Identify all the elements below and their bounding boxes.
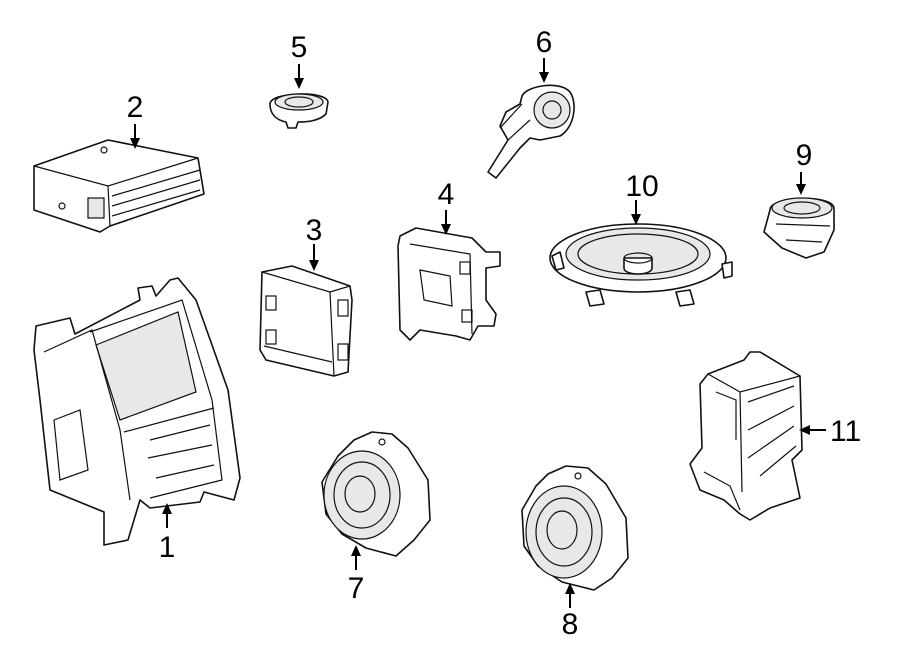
part-8-speaker <box>521 465 629 591</box>
callout-10: 10 <box>625 170 659 225</box>
callout-label-7: 7 <box>348 572 365 605</box>
part-9-tweeter <box>763 197 835 259</box>
callout-6: 6 <box>536 26 553 83</box>
callout-label-3: 3 <box>306 214 323 247</box>
callout-label-4: 4 <box>438 178 455 211</box>
callout-label-10: 10 <box>625 170 658 203</box>
callout-label-1: 1 <box>159 531 176 564</box>
part-11-amplifier <box>689 351 803 521</box>
callout-11: 11 <box>799 415 861 448</box>
part-1-display-unit <box>33 277 241 546</box>
callout-4: 4 <box>438 178 455 235</box>
callout-label-9: 9 <box>796 139 813 172</box>
callout-9: 9 <box>796 139 813 195</box>
callout-5: 5 <box>291 31 308 89</box>
part-10-woofer <box>549 223 733 307</box>
callout-label-6: 6 <box>536 26 553 59</box>
callout-7: 7 <box>348 545 365 605</box>
callout-label-8: 8 <box>562 608 579 641</box>
part-4-bracket <box>397 227 501 341</box>
part-7-speaker <box>321 431 431 557</box>
callout-label-11: 11 <box>830 415 861 448</box>
callout-8: 8 <box>562 583 579 641</box>
callout-1: 1 <box>159 503 176 564</box>
callout-2: 2 <box>127 91 144 149</box>
callout-label-2: 2 <box>127 91 144 124</box>
part-2-receiver-module <box>33 139 205 233</box>
part-5-tweeter <box>269 93 329 129</box>
part-3-control-module <box>259 265 353 377</box>
callout-label-5: 5 <box>291 31 308 64</box>
callout-3: 3 <box>306 214 323 271</box>
part-6-sensor <box>487 84 575 179</box>
